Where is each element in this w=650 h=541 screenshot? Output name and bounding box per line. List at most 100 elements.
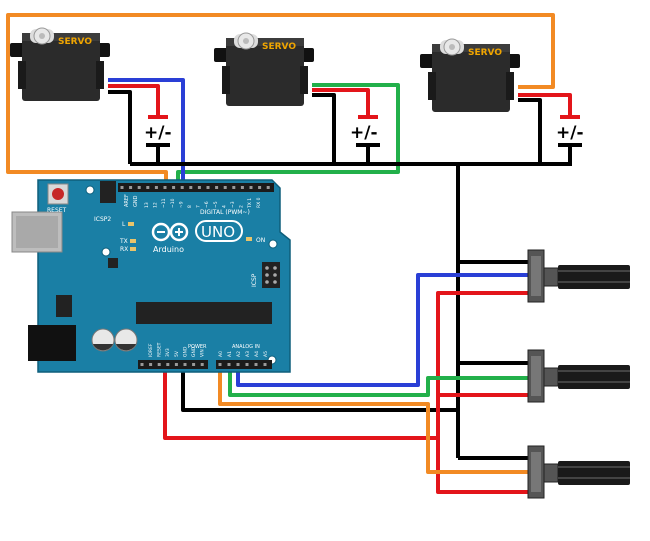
digital-pin-label: 12 <box>153 202 159 208</box>
supply-1: +/- <box>144 115 172 147</box>
wire-orange-servo3-signal <box>6 13 555 184</box>
wire-black-servo2 <box>312 93 336 164</box>
digital-pin-label: 13 <box>144 202 150 208</box>
digital-pin <box>197 186 201 189</box>
analog-pin <box>218 363 222 366</box>
on-label: ON <box>256 237 265 244</box>
digital-pin-label: 7 <box>196 205 202 208</box>
analog-label: ANALOG IN <box>232 344 260 350</box>
power-pin-label: 5V <box>174 350 180 357</box>
digital-pin <box>215 186 219 189</box>
reset-label: RESET <box>47 207 67 214</box>
digital-pin-label: 2 <box>239 205 245 208</box>
icsp2-header: ICSP2 <box>94 181 116 223</box>
wire-green-servo2-signal <box>176 83 400 184</box>
digital-pin <box>266 186 270 189</box>
digital-pin <box>240 186 244 189</box>
wire-red-servo2 <box>312 88 370 117</box>
servo-1: SERVO <box>9 27 111 102</box>
wire-red-servo3 <box>518 93 572 117</box>
wire-blue-servo1-signal <box>108 78 185 184</box>
power-pin <box>157 363 161 366</box>
analog-pin-label: A1 <box>227 351 233 357</box>
digital-pin-label: ~6 <box>204 201 210 208</box>
gnd-label: GND <box>133 195 139 207</box>
potentiometer-1[interactable] <box>527 249 631 303</box>
digital-pin-label: TX 1 <box>247 198 253 209</box>
on-led <box>246 237 252 241</box>
power-pin-label: GND <box>191 346 197 357</box>
digital-pin <box>189 186 193 189</box>
digital-pin <box>120 186 124 189</box>
analog-pin <box>236 363 240 366</box>
bottom-pins <box>140 363 267 366</box>
digital-pin <box>172 186 176 189</box>
power-pin <box>149 363 153 366</box>
power-pin <box>174 363 178 366</box>
wire-blue-pot1-wiper <box>236 273 528 387</box>
power-header <box>138 360 208 369</box>
power-pin-label: GND <box>182 346 188 357</box>
wire-green-pot2-wiper <box>228 366 528 397</box>
tx-led <box>130 239 136 243</box>
digital-pin <box>146 186 150 189</box>
wire-black-servo3 <box>518 98 542 164</box>
power-pin <box>140 363 144 366</box>
analog-pin-label: A4 <box>254 351 260 357</box>
supply-1-label: +/- <box>144 123 172 143</box>
analog-pin <box>254 363 258 366</box>
servo-1-label: SERVO <box>58 37 92 47</box>
power-jack <box>28 325 76 361</box>
digital-pin <box>249 186 253 189</box>
servo-3-label: SERVO <box>468 48 502 58</box>
digital-pin <box>137 186 141 189</box>
arduino-brand: Arduino <box>153 245 184 254</box>
servo-2-label: SERVO <box>262 42 296 52</box>
arduino-logo: Arduino <box>151 222 189 254</box>
analog-header <box>216 360 272 369</box>
digital-pin <box>258 186 262 189</box>
analog-pin <box>263 363 267 366</box>
analog-pin-label: A5 <box>263 351 269 357</box>
wire-black-servo1 <box>108 90 132 164</box>
digital-pin-label: ~9 <box>178 201 184 208</box>
supply-2: +/- <box>350 115 380 147</box>
digital-pin-label: ~3 <box>230 201 236 208</box>
rx-led <box>130 247 136 251</box>
voltage-regulator <box>56 295 72 317</box>
analog-pin-label: A2 <box>236 351 242 357</box>
analog-pin <box>245 363 249 366</box>
icsp2-label: ICSP2 <box>94 216 111 223</box>
digital-pin-label: ~10 <box>170 198 176 208</box>
power-pin <box>192 363 196 366</box>
analog-pin <box>227 363 231 366</box>
digital-label: DIGITAL (PWM~) <box>200 209 250 216</box>
wire-red-servo1 <box>108 84 160 117</box>
analog-pin-label: A0 <box>218 351 224 357</box>
wire-red-pot1 <box>436 291 528 438</box>
digital-pin-label: ~11 <box>161 198 167 208</box>
rx-led-label: RX <box>120 246 128 253</box>
digital-pin <box>232 186 236 189</box>
supply-3-label: +/- <box>556 123 584 143</box>
digital-pins <box>120 186 270 189</box>
power-pin-label: 3V3 <box>165 348 171 357</box>
potentiometer-2[interactable] <box>527 349 631 403</box>
potentiometer-3[interactable] <box>527 445 631 499</box>
power-pin-label: VIN <box>200 349 206 357</box>
servo-3: SERVO <box>419 38 521 113</box>
wire-orange-pot3-wiper <box>218 366 528 474</box>
servo-2: SERVO <box>213 32 315 107</box>
digital-pin <box>163 186 167 189</box>
supply-3: +/- <box>556 115 584 147</box>
digital-pin-label: ~5 <box>213 201 219 208</box>
atmega-chip <box>136 302 272 324</box>
mounting-hole-3 <box>101 247 111 257</box>
power-pin <box>200 363 204 366</box>
power-pin-label: IOREF <box>148 343 154 357</box>
l-led <box>128 222 134 226</box>
supply-2-label: +/- <box>350 123 378 143</box>
